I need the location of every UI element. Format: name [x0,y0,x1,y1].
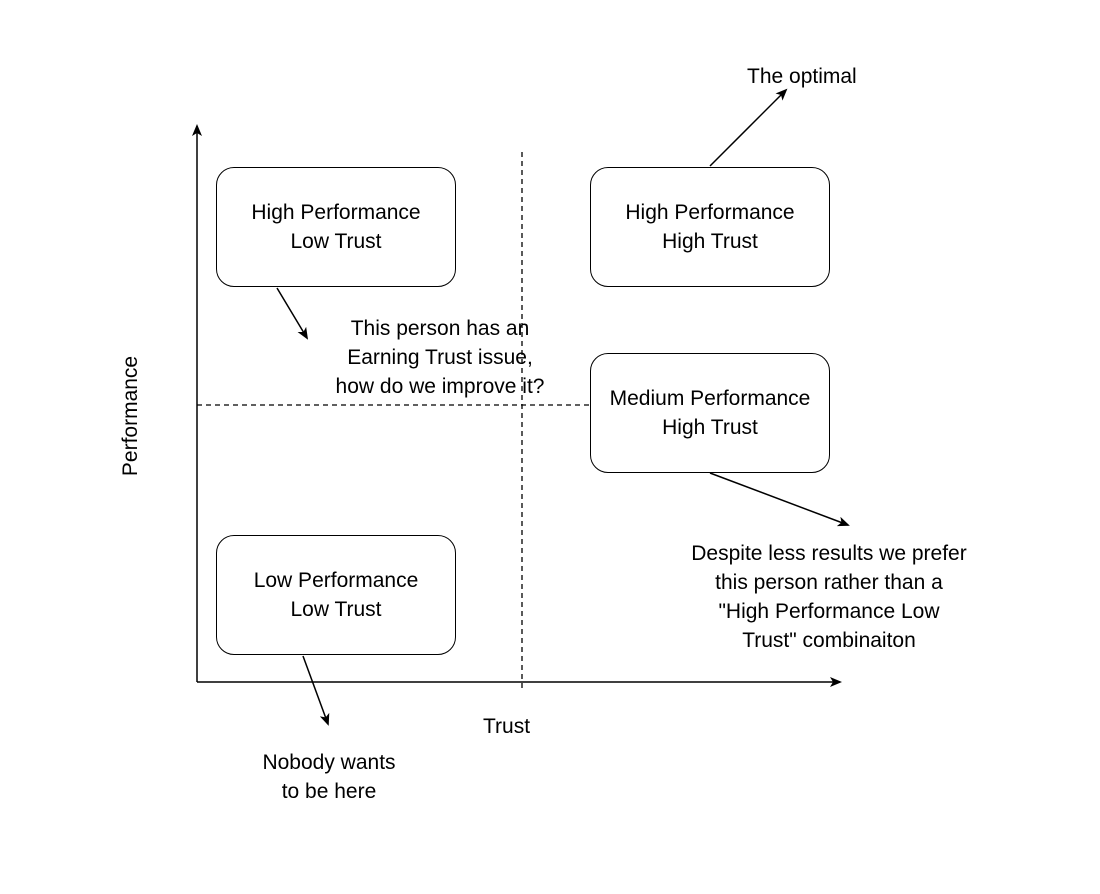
quadrant-label-line-2: Low Trust [290,230,382,253]
prefer-line-2: this person rather than a [715,571,943,594]
quadrant-label-line-1: Low Performance [253,569,419,592]
earning-trust-line-2: Earning Trust issue, [347,346,533,369]
quadrant-label-line-1: Medium Performance [609,387,811,410]
y-axis-label: Performance [119,355,142,477]
quadrant-low-performance-low-trust: Low Performance Low Trust [216,535,456,655]
quadrant-label-line-2: High Trust [662,230,758,253]
prefer-line-4: Trust" combinaiton [742,629,916,652]
quadrant-label-line-1: High Performance [251,201,421,224]
earning-trust-line-3: how do we improve it? [335,375,545,398]
quadrant-label-line-2: Low Trust [290,598,382,621]
x-axis-label: Trust [483,715,531,738]
quadrant-high-performance-high-trust: High Performance High Trust [590,167,830,287]
quadrant-medium-performance-high-trust: Medium Performance High Trust [590,353,830,473]
optimal-arrow [709,88,788,167]
earning-trust-arrow [276,287,309,340]
optimal-note: The optimal [747,65,857,88]
quadrant-label-line-1: High Performance [625,201,795,224]
nobody-arrow [302,655,330,726]
nobody-note: Nobody wants to be here [229,748,429,806]
prefer-line-3: "High Performance Low [718,600,940,623]
quadrant-label-line-2: High Trust [662,416,758,439]
prefer-arrow [709,472,850,527]
prefer-note: Despite less results we prefer this pers… [659,539,999,655]
earning-trust-note: This person has an Earning Trust issue, … [310,314,570,401]
nobody-line-1: Nobody wants [262,751,396,774]
earning-trust-line-1: This person has an [350,317,530,340]
prefer-line-1: Despite less results we prefer [691,542,967,565]
quadrant-high-performance-low-trust: High Performance Low Trust [216,167,456,287]
nobody-line-2: to be here [281,780,377,803]
